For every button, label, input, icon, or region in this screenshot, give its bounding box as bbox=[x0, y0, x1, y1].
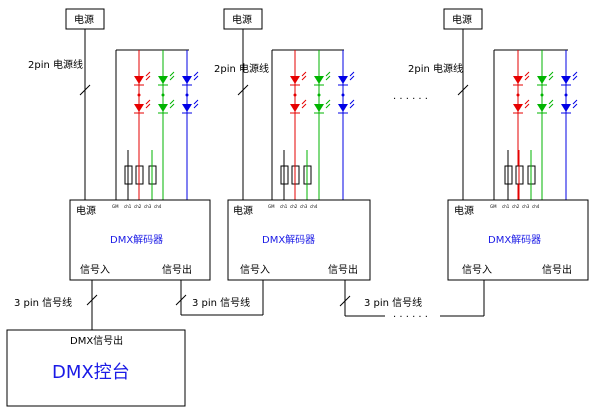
signal-out-label: 信号出 bbox=[542, 263, 572, 276]
console-title: DMX控台 bbox=[52, 362, 130, 383]
channel-label-gm: GM bbox=[268, 204, 275, 209]
power-cable-label: 2pin 电源线 bbox=[28, 58, 83, 71]
more-units-ellipsis-bottom: · · · · · · bbox=[393, 312, 428, 323]
channel-label-ch2: ch2 bbox=[290, 204, 298, 209]
decoder-title: DMX解码器 bbox=[262, 233, 315, 246]
channel-label-gm: GM bbox=[490, 204, 497, 209]
channel-label-ch4: ch4 bbox=[154, 204, 162, 209]
led-red-2 bbox=[134, 104, 144, 114]
decoder-title: DMX解码器 bbox=[110, 233, 163, 246]
channel-label-ch4: ch4 bbox=[532, 204, 540, 209]
decoder-title: DMX解码器 bbox=[488, 233, 541, 246]
signal-in-label: 信号入 bbox=[462, 264, 492, 276]
power-supply-label: 电源 bbox=[232, 13, 252, 26]
decoder-unit-2: 电源 2pin 电源线 电源 bbox=[214, 8, 422, 317]
signal-cable-label-2: 3 pin 信号线 bbox=[192, 296, 250, 309]
led-strings bbox=[115, 49, 199, 200]
dmx-console: DMX信号出 DMX控台 bbox=[6, 329, 186, 407]
led-blue-1 bbox=[182, 76, 192, 86]
channel-label-ch2: ch2 bbox=[134, 204, 142, 209]
decoder-power-label: 电源 bbox=[454, 204, 474, 217]
channel-label-ch1: ch1 bbox=[124, 204, 132, 209]
led-green-2 bbox=[158, 104, 168, 114]
decoder-box bbox=[227, 199, 371, 281]
channel-label-ch4: ch4 bbox=[310, 204, 318, 209]
decoder-unit-3: 电源 2pin 电源线 电源 bbox=[408, 8, 589, 317]
decoder-power-label: 电源 bbox=[76, 204, 96, 217]
channel-label-ch3: ch3 bbox=[144, 204, 152, 209]
led-green-1 bbox=[158, 76, 168, 86]
signal-cable-label-1: 3 pin 信号线 bbox=[14, 296, 72, 309]
led-red-1 bbox=[134, 76, 144, 86]
decoder-power-label: 电源 bbox=[233, 204, 253, 217]
signal-out-label: 信号出 bbox=[162, 263, 192, 276]
power-cable-label: 2pin 电源线 bbox=[408, 62, 463, 75]
power-supply-label: 电源 bbox=[74, 13, 94, 26]
channel-label-gm: GM bbox=[112, 204, 119, 209]
signal-in-label: 信号入 bbox=[240, 264, 270, 276]
led-blue-2 bbox=[182, 104, 192, 114]
led-strings bbox=[493, 49, 578, 200]
channel-label-ch3: ch3 bbox=[522, 204, 530, 209]
signal-out-label: 信号出 bbox=[328, 263, 358, 276]
signal-in-label: 信号入 bbox=[80, 264, 110, 276]
decoder-unit-1: 电源 2pin 电源线 bbox=[14, 8, 263, 330]
console-output-label: DMX信号出 bbox=[70, 334, 123, 347]
channel-label-ch2: ch2 bbox=[512, 204, 520, 209]
console-box bbox=[6, 329, 186, 407]
channel-label-ch1: ch1 bbox=[280, 204, 288, 209]
signal-cable-label-3: 3 pin 信号线 bbox=[364, 296, 422, 309]
more-units-ellipsis-top: · · · · · · bbox=[393, 94, 428, 105]
power-cable-label: 2pin 电源线 bbox=[214, 62, 269, 75]
power-supply-label: 电源 bbox=[452, 13, 472, 26]
channel-label-ch3: ch3 bbox=[300, 204, 308, 209]
decoder-box bbox=[447, 199, 589, 281]
led-strings bbox=[271, 49, 355, 200]
decoder-box bbox=[69, 199, 211, 281]
channel-label-ch1: ch1 bbox=[502, 204, 510, 209]
